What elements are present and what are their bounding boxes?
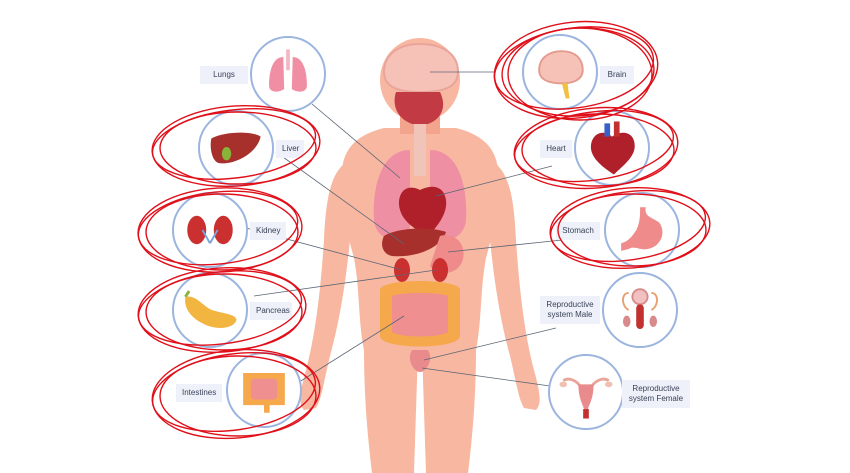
liver-icon xyxy=(210,132,261,164)
pancreas-label: Pancreas xyxy=(250,302,292,320)
lungs-icon xyxy=(269,49,307,92)
female-reproductive-icon xyxy=(559,377,613,419)
pancreas-circle xyxy=(172,272,248,348)
intestines-label: Intestines xyxy=(176,384,222,402)
intestines-circle xyxy=(226,352,302,428)
brain-shape xyxy=(382,42,460,94)
male-reproductive-icon xyxy=(622,288,658,329)
left-arm xyxy=(300,160,350,410)
pancreas-icon xyxy=(184,290,237,328)
brain-label: Brain xyxy=(600,66,634,84)
left-leg xyxy=(364,348,418,473)
stomach-icon xyxy=(621,207,663,251)
intestines-icon xyxy=(243,372,285,413)
right-arm xyxy=(490,160,540,410)
heart-circle xyxy=(574,110,650,186)
liver-label: Liver xyxy=(276,140,304,158)
bladder-shape xyxy=(409,350,431,372)
liver-shape xyxy=(382,228,446,257)
stomach-circle xyxy=(604,192,680,268)
airway xyxy=(394,92,444,124)
reproductive-female-circle xyxy=(548,354,624,430)
heart-shape xyxy=(398,186,447,236)
brain-icon xyxy=(538,50,584,99)
heart-icon xyxy=(590,121,635,175)
kidney-right-shape xyxy=(432,258,448,282)
small-intestine-shape xyxy=(392,293,448,337)
liver-circle xyxy=(198,110,274,186)
kidney-circle xyxy=(172,192,248,268)
lungs-shape xyxy=(373,150,467,240)
kidney-icon xyxy=(187,215,233,245)
reproductive-female-label: Reproductive system Female xyxy=(622,380,690,408)
reproductive-male-circle xyxy=(602,272,678,348)
trachea xyxy=(414,124,426,176)
reproductive-male-label: Reproductive system Male xyxy=(540,296,600,324)
lungs-label: Lungs xyxy=(200,66,248,84)
brain-circle xyxy=(522,34,598,110)
stomach-label: Stomach xyxy=(556,222,600,240)
kidney-label: Kidney xyxy=(250,222,286,240)
heart-label: Heart xyxy=(540,140,572,158)
right-leg xyxy=(422,348,476,473)
lungs-circle xyxy=(250,36,326,112)
